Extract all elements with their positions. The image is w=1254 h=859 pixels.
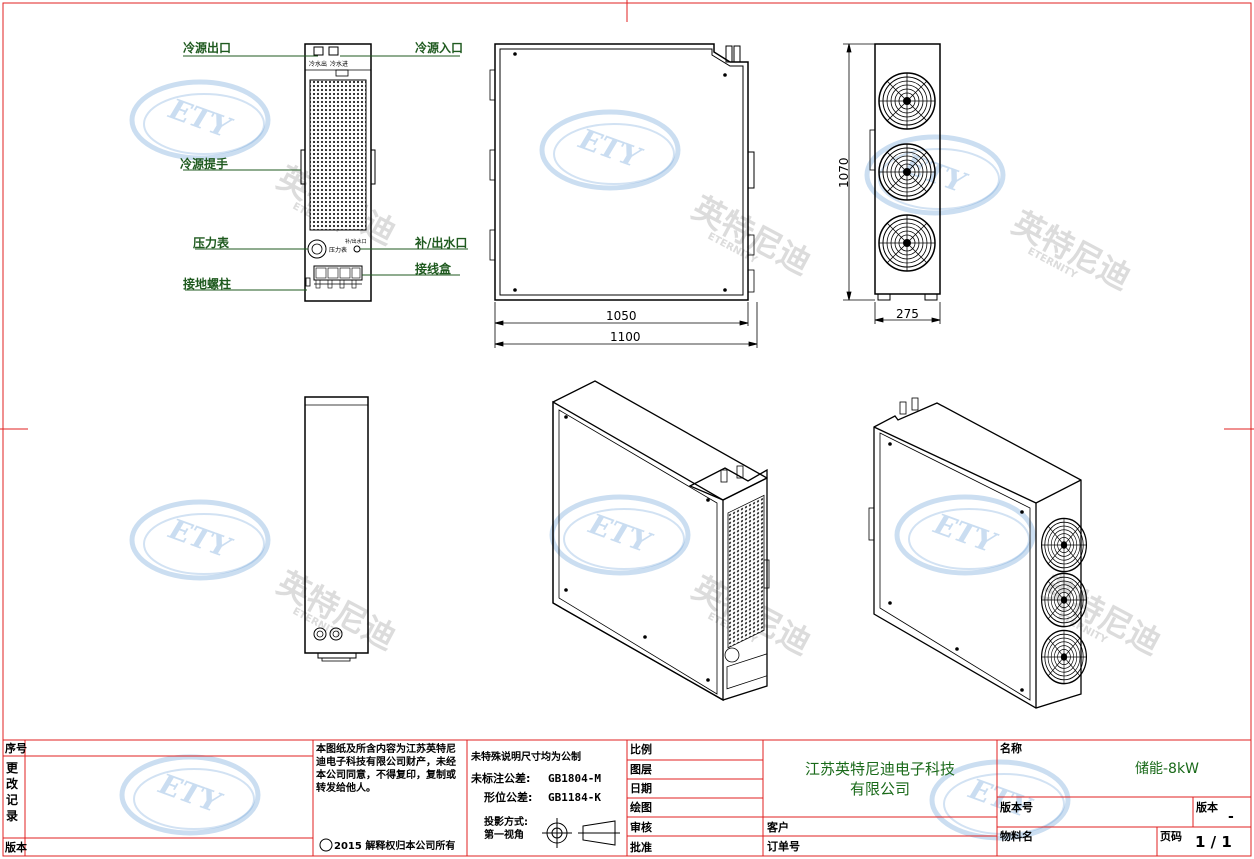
tb-version-left: 版本 [5,841,27,854]
label-fill-drain: 补/出水口 [415,236,468,250]
svg-text:1070: 1070 [837,157,851,188]
tb-copyright-year: 2015 解释权归本公司所有 [334,841,456,852]
isometric-rear-view [868,397,1082,709]
tb-customer: 客户 [767,821,789,834]
tb-tol-label-2: 形位公差: [484,791,533,804]
tb-order-no: 订单号 [767,840,800,853]
isometric-front-view [552,380,770,702]
tb-approved: 批准 [630,841,652,854]
label-pressure-gauge: 压力表 [193,236,230,250]
tb-page-label: 页码 [1160,830,1182,843]
rear-view [869,43,941,301]
tb-projection-label: 投影方式: [484,817,528,828]
label-coolant-outlet: 冷源出口 [183,41,232,55]
tb-tol-label-1: 未标注公差: [471,772,531,785]
tb-version-no-label: 版本号 [1000,801,1033,814]
iso2-screws [888,442,1024,692]
side-view-screws [513,52,727,292]
tb-scale: 比例 [630,743,652,756]
label-coolant-handle: 冷源提手 [180,157,229,171]
iso1-connectors [720,465,744,483]
leader-lines [183,55,468,291]
tb-date: 日期 [630,782,652,795]
svg-text:英特尼迪: 英特尼迪 [1006,204,1137,298]
tb-material-label: 物料名 [1000,830,1033,843]
copyright-icon [319,838,333,852]
tb-name-value: 储能-8kW [1135,761,1199,777]
front-view [300,43,376,302]
svg-text:1050: 1050 [606,309,637,323]
svg-text:275: 275 [896,307,919,321]
svg-text:英特尼迪: 英特尼迪 [271,564,402,658]
tb-company-name: 江苏英特尼迪电子科技 有限公司 [804,760,955,798]
watermark-logo-icon [122,82,1068,838]
fan-icon [878,72,936,272]
tb-copyright-notice: 本图纸及所含内容为江苏英特尼 迪电子科技有限公司财产，未经 本公司同意，不得复印… [316,744,456,794]
dimension-lines-rear [843,43,941,324]
tb-drawn: 绘图 [630,801,652,814]
iso1-screws [564,415,710,682]
fan-icon [1040,517,1088,685]
svg-text:冷水出: 冷水出 [309,60,327,68]
title-block-grid [3,739,1251,856]
svg-text:1100: 1100 [610,330,641,344]
tb-projection-value: 第一视角 [484,830,524,841]
tb-serial: 序号 [5,742,27,755]
svg-text:补/出水口: 补/出水口 [345,238,367,245]
tb-layer: 图层 [630,763,652,776]
tb-version-label: 版本 [1196,801,1218,814]
label-junction-box: 接线盒 [415,262,452,276]
label-ground-post: 接地螺柱 [183,277,232,291]
watermark-text: 英特尼迪 ETERNITY 英特尼迪 ETERNITY 英特尼迪 ETERNIT… [271,159,1167,663]
tb-version-value: - [1228,809,1234,825]
svg-text:压力表: 压力表 [329,246,347,254]
svg-text:英特尼迪: 英特尼迪 [1036,569,1167,663]
tb-page-value: 1 / 1 [1195,833,1232,851]
first-angle-projection-icon [542,818,620,848]
tb-checked: 审核 [630,821,652,834]
side-view [489,43,755,301]
dimension-lines-side [494,302,758,348]
tb-note-units: 未特殊说明尺寸均为公制 [471,752,581,763]
tb-name-label: 名称 [1000,742,1022,755]
tb-revision-record: 更改记录 [6,761,19,823]
top-view [304,396,369,662]
tb-tol-value-1: GB1804-M [548,772,601,785]
tb-tol-value-2: GB1184-K [548,791,601,804]
label-coolant-inlet: 冷源入口 [415,41,464,55]
svg-text:冷水进: 冷水进 [330,60,348,68]
